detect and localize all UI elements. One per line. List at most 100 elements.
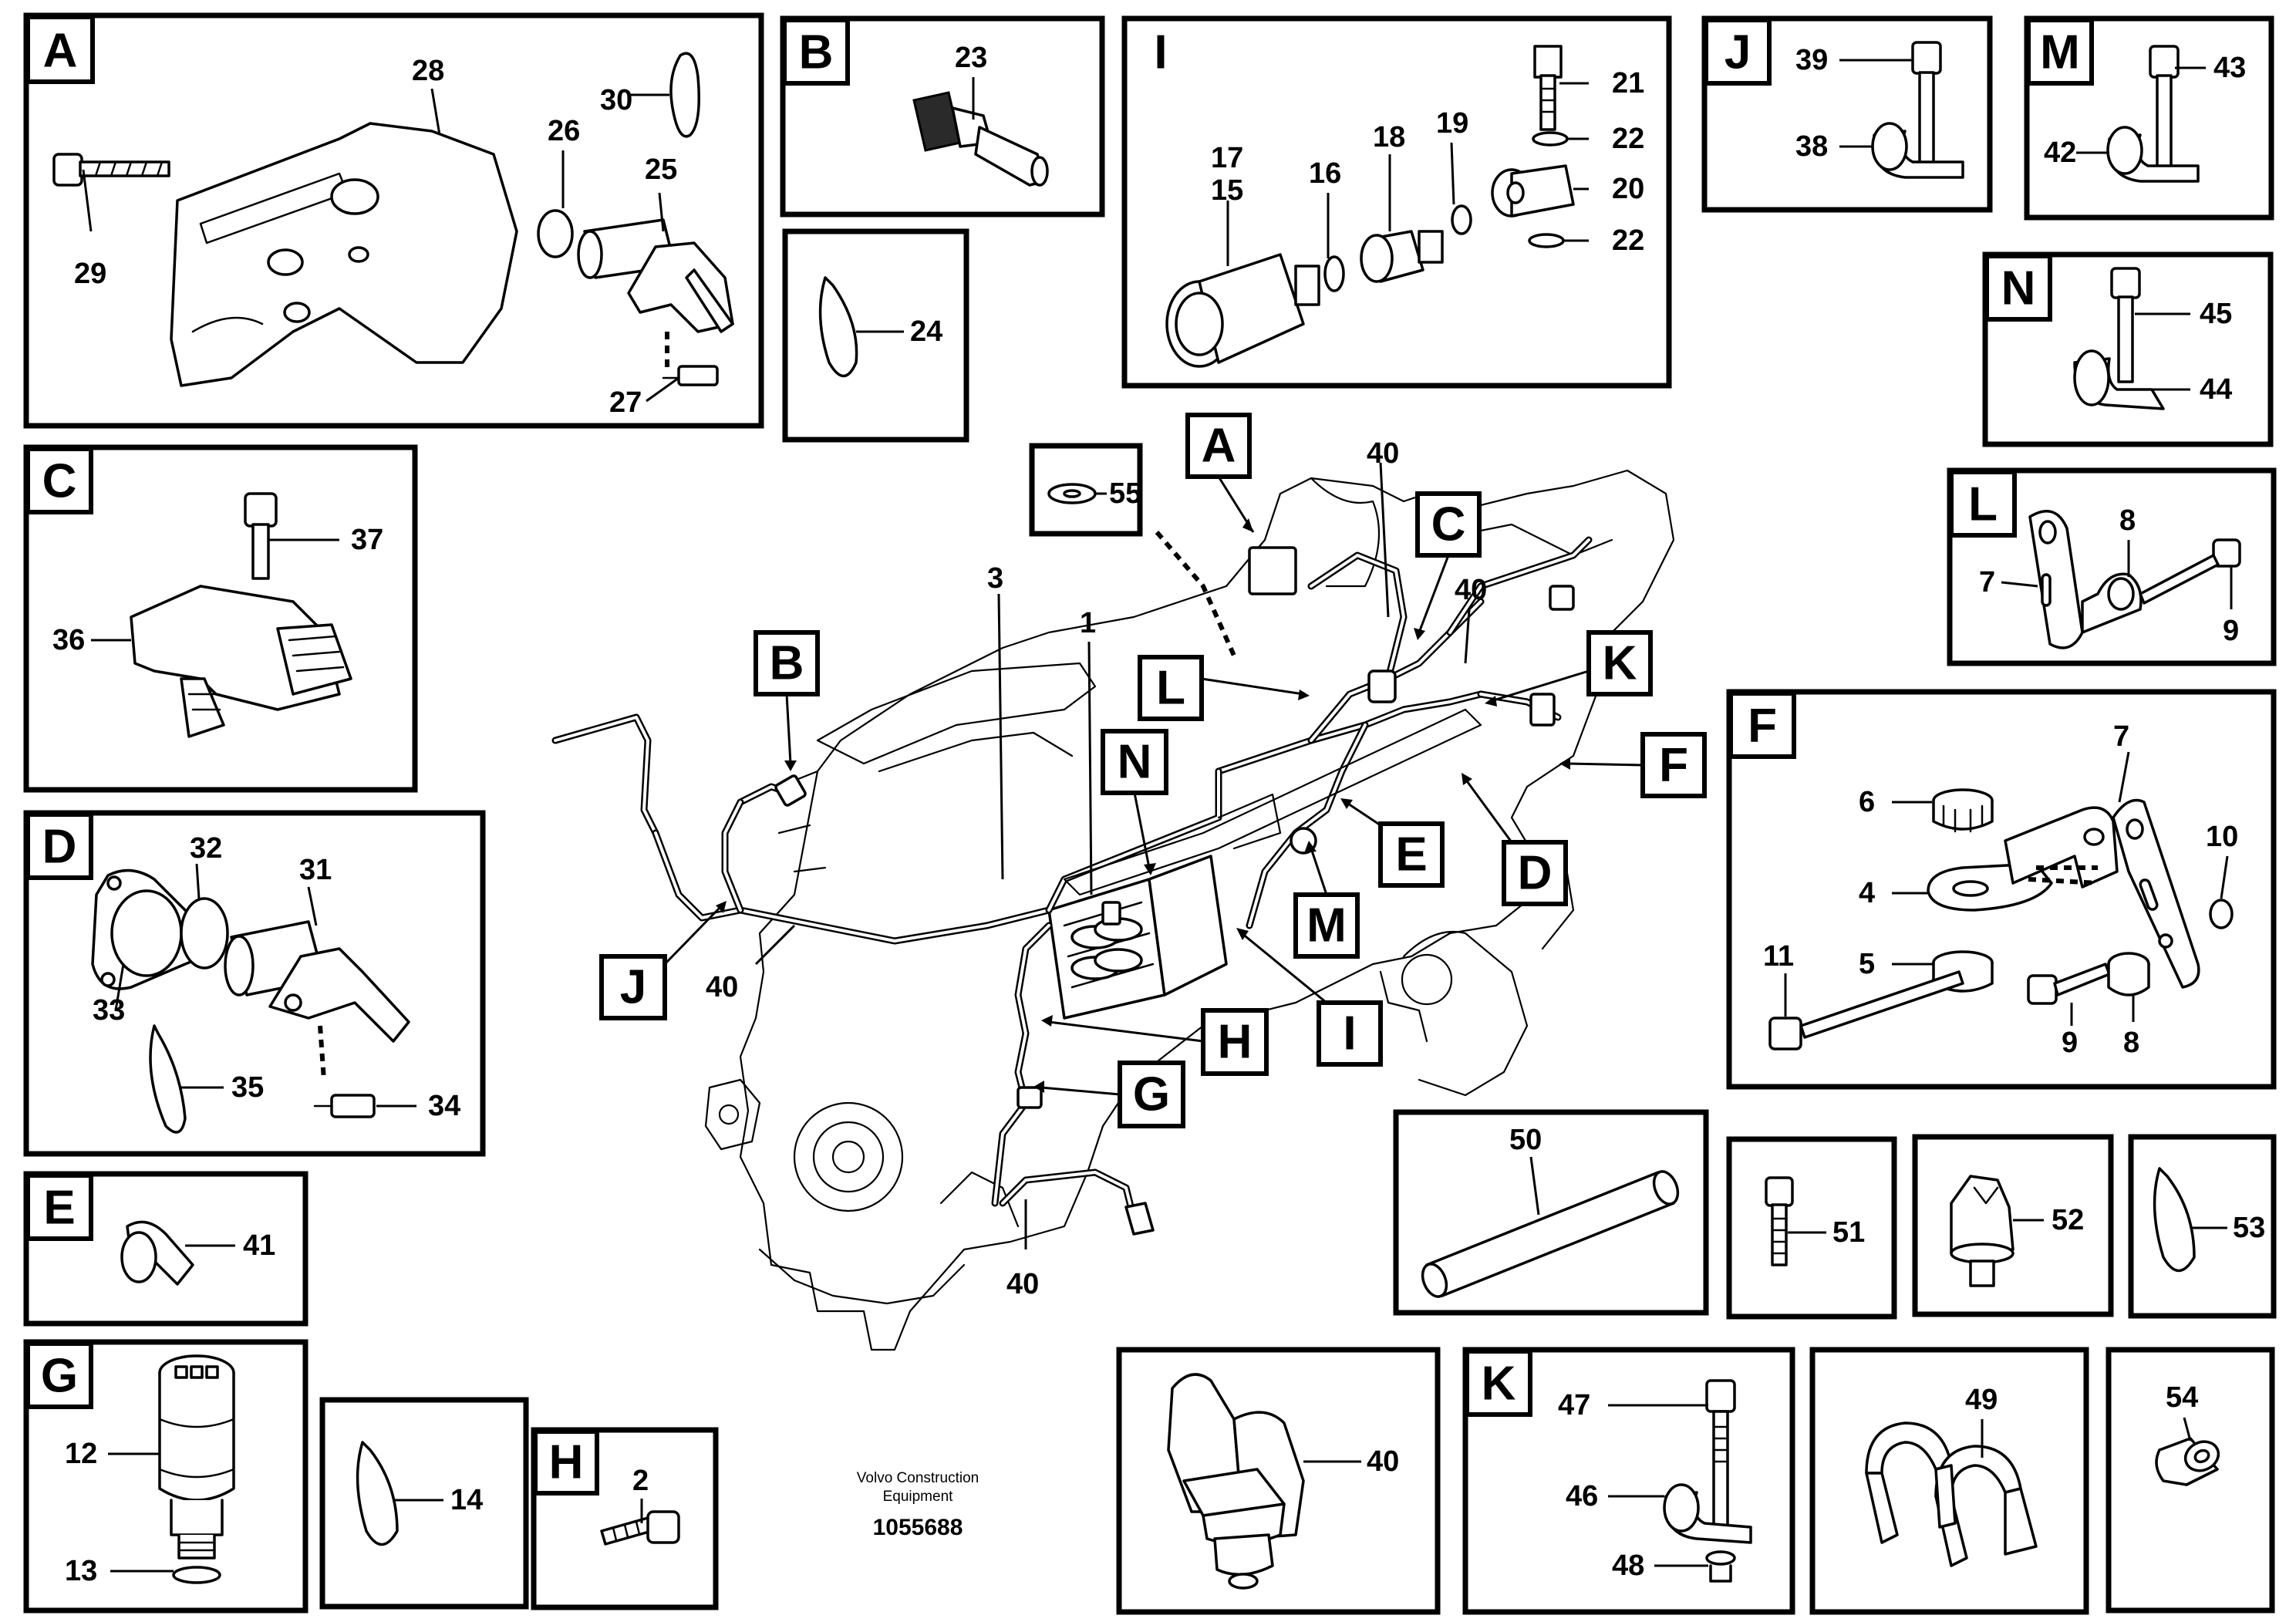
detail-panel-i: I: [1121, 15, 1672, 389]
part-number: 4: [1859, 877, 1875, 909]
panel-tag-l: L: [1968, 478, 1998, 531]
detail-panel-hose-50: 50: [1393, 1109, 1709, 1316]
part-number: 27: [609, 386, 642, 419]
part-number: 25: [645, 153, 677, 186]
cable-tie-icon: [149, 1024, 187, 1134]
part-number: 3: [987, 562, 1003, 595]
bolt-icon: [1765, 1176, 1794, 1266]
nut-icon: [1932, 788, 1994, 833]
detail-panel-c: C 37 36: [23, 444, 418, 793]
bolt-icon: [1768, 970, 1964, 1050]
bolt-icon: [600, 1510, 680, 1546]
part-number: 36: [52, 624, 85, 656]
panel-tag-d: D: [42, 821, 77, 874]
detail-panel-h: H 2: [531, 1427, 719, 1610]
detail-panel-cable-tie-53: 53: [2128, 1134, 2277, 1319]
bolt-icon: [313, 1094, 376, 1118]
caption-company-line2: Equipment: [883, 1489, 954, 1505]
part-number: 9: [2223, 615, 2239, 647]
adapter-fitting-icon: [1360, 230, 1444, 283]
cable-tie-icon: [818, 276, 858, 378]
pressure-switch-icon: [158, 1354, 235, 1560]
part-number: 40: [1455, 574, 1487, 606]
cable-tie-icon: [356, 1441, 399, 1546]
part-number: 8: [2119, 504, 2136, 537]
detail-panel-clip-40: 40: [1116, 1347, 1441, 1615]
panel-tag-m: M: [2040, 26, 2080, 79]
panel-tag-f: F: [1748, 700, 1777, 753]
hose-clip-icon: [1167, 1373, 1305, 1590]
part-number: 40: [1367, 1445, 1399, 1478]
callout-g: G: [1133, 1068, 1170, 1121]
panel-tag-c: C: [42, 455, 77, 508]
part-number: 14: [450, 1484, 483, 1516]
part-number: 10: [2206, 821, 2238, 853]
detail-panel-n: N 45 44: [1982, 251, 2274, 447]
washer-icon: [2209, 899, 2234, 929]
clamp-bolt-icon: [2106, 45, 2200, 183]
detail-panel-f: F: [1726, 689, 2277, 1090]
part-number: 12: [65, 1438, 97, 1470]
clip-bolt-icon: [2073, 267, 2165, 410]
part-number: 21: [1612, 67, 1644, 99]
cable-tie-icon: [2153, 1167, 2196, 1273]
part-number: 49: [1965, 1384, 1998, 1416]
part-number: 18: [1373, 121, 1405, 153]
drawing-caption: Volvo Construction Equipment 1055688: [857, 1470, 979, 1540]
double-clamp-icon: [1865, 1421, 2038, 1567]
part-number: 32: [190, 832, 222, 865]
part-number: 40: [1006, 1268, 1039, 1300]
callout-a: A: [1202, 420, 1236, 473]
part-number: 29: [74, 258, 106, 290]
part-number: 53: [2233, 1212, 2265, 1244]
protective-hose-icon: [1421, 1170, 1680, 1298]
part-number: 22: [1612, 224, 1644, 257]
part-number: 52: [2052, 1204, 2084, 1236]
part-number: 6: [1859, 786, 1875, 818]
callout-b: B: [770, 637, 804, 690]
part-number: 15: [1211, 174, 1243, 207]
part-number: 51: [1832, 1216, 1865, 1249]
connector-icon: [774, 774, 807, 807]
detail-panel-k: K 47 46 48: [1462, 1347, 1795, 1615]
callout-f: F: [1659, 739, 1688, 792]
part-number: 11: [1763, 940, 1794, 973]
connector-icon: [1124, 1202, 1155, 1236]
clamp-bolt-icon: [1871, 41, 1964, 179]
detail-panel-bolt-51: 51: [1726, 1136, 1897, 1320]
part-number: 34: [428, 1090, 460, 1122]
pressure-sensor-icon: [1165, 253, 1320, 368]
part-number: 20: [1612, 173, 1644, 205]
speed-sensor-icon: [224, 920, 410, 1043]
callout-d: D: [1518, 847, 1553, 900]
part-number: 8: [2123, 1027, 2139, 1059]
connector-icon: [1950, 1175, 2014, 1287]
connector-icon: [1549, 585, 1575, 611]
part-number: 17: [1211, 142, 1243, 174]
part-number: 35: [231, 1071, 264, 1104]
detail-panel-l: L 8 7 9: [1947, 467, 2277, 666]
part-number: 45: [2200, 298, 2232, 330]
bracket-icon: [2004, 798, 2200, 989]
part-number: 22: [1612, 123, 1644, 155]
part-number: 40: [706, 971, 738, 1003]
part-number: 42: [2044, 137, 2076, 169]
detail-panel-b: B 23: [780, 15, 1105, 218]
part-number: 13: [65, 1555, 97, 1587]
part-number: 16: [1309, 157, 1341, 190]
callout-j: J: [620, 961, 646, 1014]
detail-panel-cable-tie-14: 14: [319, 1397, 529, 1610]
part-number: 2: [632, 1465, 649, 1497]
clamp-bolt-icon: [1663, 1379, 1752, 1583]
o-ring-icon: [1323, 255, 1345, 292]
clip-icon: [2107, 952, 2150, 996]
connector-icon: [1101, 901, 1121, 926]
part-number: 50: [1509, 1124, 1542, 1156]
washer-icon: [1532, 131, 1569, 147]
connector-icon: [1248, 546, 1297, 595]
boost-pressure-sensor-icon: [130, 492, 352, 738]
connector-icon: [1367, 669, 1397, 703]
callout-e: E: [1395, 828, 1427, 882]
panel-tag-g: G: [41, 1350, 78, 1403]
callout-m: M: [1306, 899, 1347, 953]
